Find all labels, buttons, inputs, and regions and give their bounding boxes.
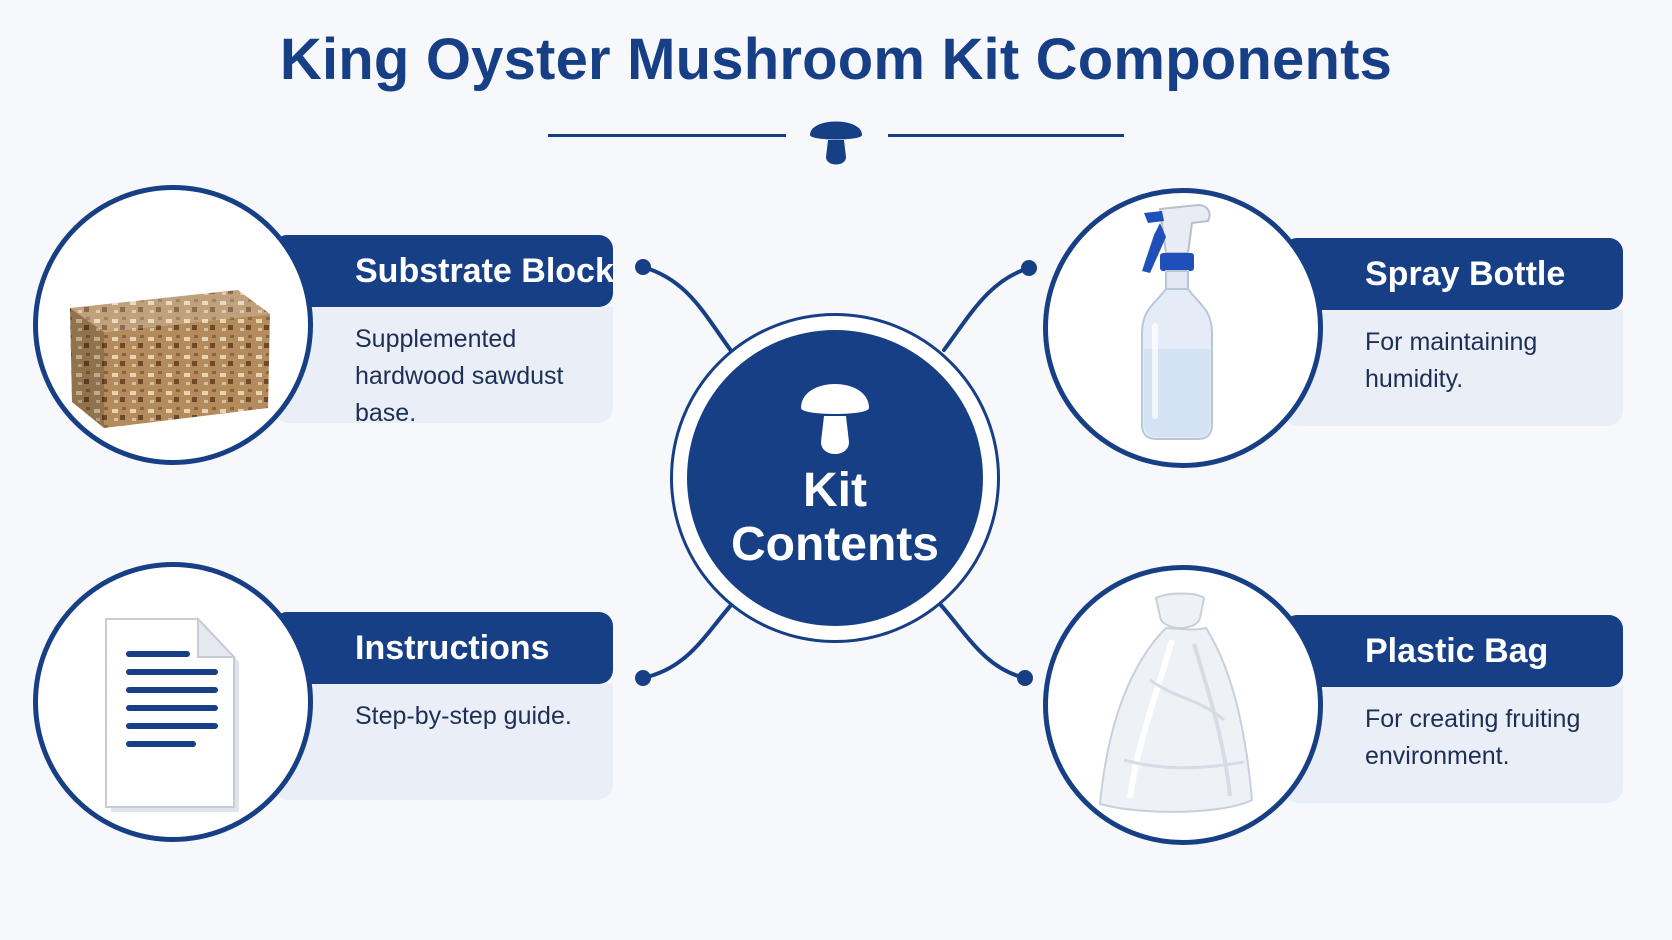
- spray-bottle-icon: [1141, 203, 1213, 440]
- connector-dot-bag: [1017, 670, 1033, 686]
- divider-line-left: [548, 134, 786, 137]
- plastic-bag-icon: [1098, 592, 1254, 813]
- divider-line-right: [888, 134, 1124, 137]
- component-card-spray: Spray Bottle For maintaining humidity.: [1043, 188, 1623, 468]
- substrate-block-icon: [70, 290, 270, 428]
- document-icon: [105, 616, 239, 812]
- component-description: For maintaining humidity.: [1283, 310, 1623, 426]
- component-name: Plastic Bag: [1283, 615, 1623, 687]
- hub-disc: Kit Contents: [687, 330, 983, 626]
- connector-instructions: [641, 602, 734, 680]
- component-image-frame: [1043, 565, 1323, 845]
- component-name: Substrate Block: [273, 235, 614, 307]
- connector-substrate: [641, 265, 734, 354]
- component-name: Spray Bottle: [1283, 238, 1623, 310]
- component-name: Instructions: [273, 612, 613, 684]
- connector-spray: [942, 266, 1031, 352]
- component-card-bag: Plastic Bag For creating fruiting enviro…: [1043, 565, 1623, 845]
- component-description: For creating fruiting environment.: [1283, 687, 1623, 803]
- component-image-frame: [33, 562, 313, 842]
- hub-title-line1: Kit: [803, 464, 867, 517]
- connector-bag: [938, 602, 1027, 680]
- component-image-frame: [1043, 188, 1323, 468]
- page-title: King Oyster Mushroom Kit Components: [279, 27, 1393, 92]
- kit-contents-hub: Kit Contents: [670, 313, 1000, 643]
- mushroom-icon: [810, 121, 862, 165]
- component-description: Supplemented hardwood sawdust base.: [273, 307, 613, 427]
- mushroom-icon: [801, 384, 869, 454]
- connector-dot-spray: [1021, 260, 1037, 276]
- component-description: Step-by-step guide.: [273, 684, 613, 800]
- connector-dot-instructions: [635, 670, 651, 686]
- component-card-instructions: Instructions Step-by-step guide.: [33, 562, 613, 842]
- hub-title-line2: Contents: [731, 518, 939, 571]
- component-card-substrate: Substrate Block Supplemented hardwood sa…: [33, 185, 614, 465]
- title-divider: [0, 103, 1672, 173]
- hub-title: Kit Contents: [687, 464, 983, 572]
- connector-dot-substrate: [635, 259, 651, 275]
- component-image-frame: [33, 185, 313, 465]
